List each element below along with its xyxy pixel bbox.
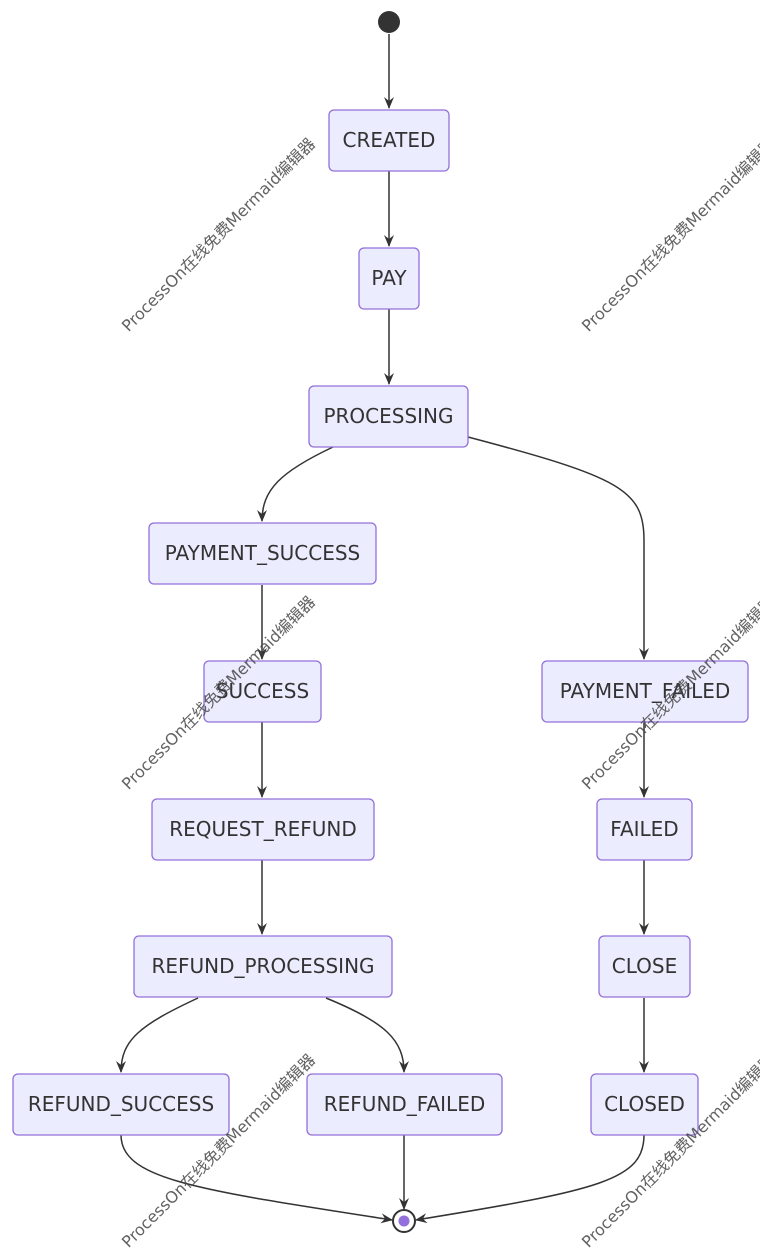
state-processing[interactable]: PROCESSING bbox=[308, 385, 469, 448]
edge-closed-end bbox=[415, 1134, 645, 1224]
state-label: CREATED bbox=[343, 128, 436, 152]
state-close[interactable]: CLOSE bbox=[598, 935, 691, 998]
edge-refund-processing-refund-failed bbox=[325, 997, 409, 1073]
end-state bbox=[392, 1209, 416, 1233]
state-created[interactable]: CREATED bbox=[328, 109, 450, 172]
state-label: PAYMENT_FAILED bbox=[560, 679, 731, 703]
state-label: REQUEST_REFUND bbox=[169, 817, 357, 841]
edge-processing-payment-success bbox=[257, 446, 334, 522]
state-request-refund[interactable]: REQUEST_REFUND bbox=[151, 798, 375, 861]
edge-refund-processing-refund-success bbox=[116, 997, 199, 1073]
state-label: CLOSED bbox=[604, 1092, 685, 1116]
state-label: PAYMENT_SUCCESS bbox=[165, 541, 361, 565]
state-refund-processing[interactable]: REFUND_PROCESSING bbox=[133, 935, 393, 998]
state-refund-failed[interactable]: REFUND_FAILED bbox=[306, 1073, 503, 1136]
state-label: REFUND_SUCCESS bbox=[28, 1092, 214, 1116]
state-label: REFUND_PROCESSING bbox=[151, 954, 374, 978]
state-label: PAY bbox=[371, 266, 407, 290]
state-label: SUCCESS bbox=[216, 679, 309, 703]
state-success[interactable]: SUCCESS bbox=[203, 660, 322, 723]
state-pay[interactable]: PAY bbox=[358, 247, 420, 310]
state-failed[interactable]: FAILED bbox=[596, 798, 693, 861]
start-state bbox=[378, 11, 400, 33]
state-label: CLOSE bbox=[612, 954, 677, 978]
state-payment-success[interactable]: PAYMENT_SUCCESS bbox=[148, 522, 377, 585]
state-label: PROCESSING bbox=[323, 404, 453, 428]
edge-refund-success-end bbox=[120, 1134, 393, 1224]
state-payment-failed[interactable]: PAYMENT_FAILED bbox=[541, 660, 749, 723]
edge-processing-payment-failed bbox=[467, 436, 649, 660]
state-closed[interactable]: CLOSED bbox=[590, 1073, 699, 1136]
transitions bbox=[116, 34, 649, 1224]
state-label: FAILED bbox=[610, 817, 678, 841]
state-label: REFUND_FAILED bbox=[324, 1092, 485, 1116]
state-refund-success[interactable]: REFUND_SUCCESS bbox=[12, 1073, 230, 1136]
